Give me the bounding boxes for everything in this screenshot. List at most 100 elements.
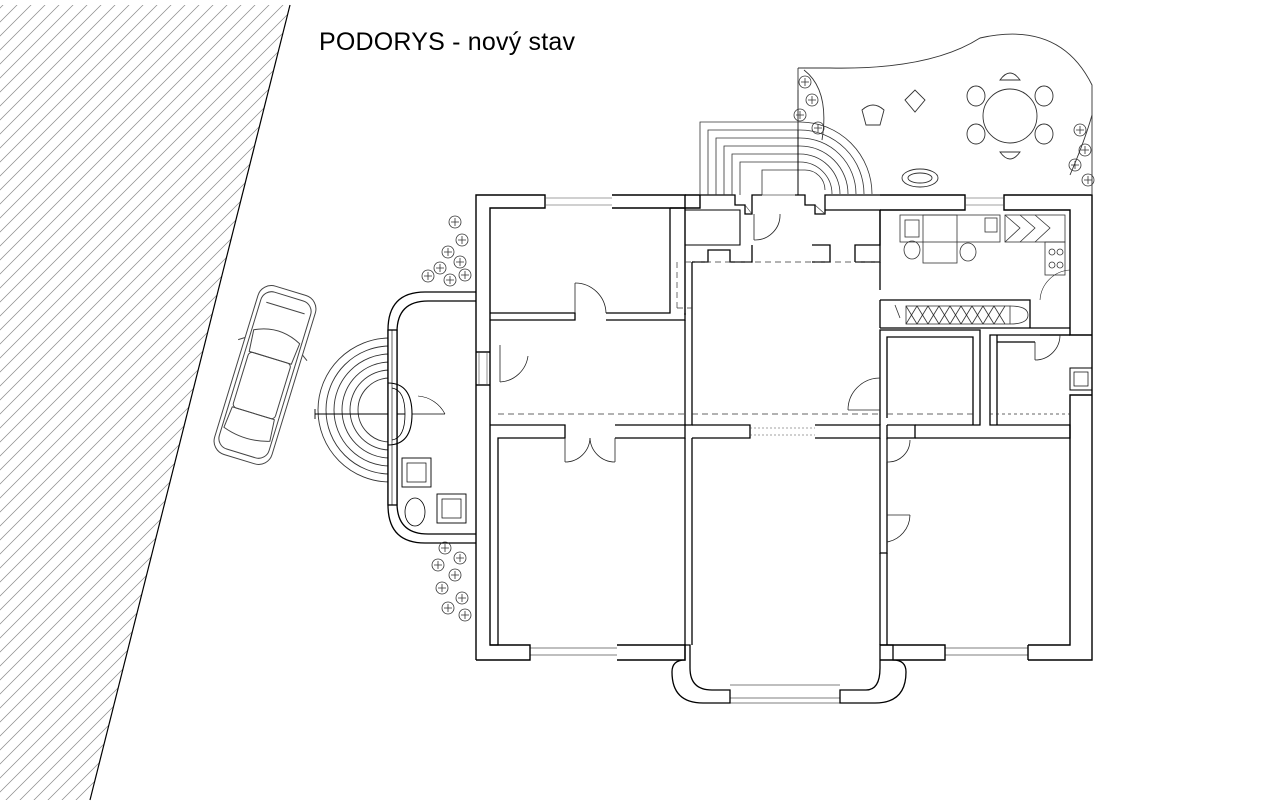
hatch-line	[55, 5, 290, 800]
interior-walls	[490, 194, 1071, 646]
hatch-line	[125, 5, 290, 800]
hatch-line	[0, 5, 290, 800]
hatch-line	[153, 5, 290, 800]
hatch-line	[532, 0, 1280, 807]
shrub-detail	[808, 96, 816, 104]
car	[213, 285, 317, 465]
hatch-line	[602, 0, 1280, 807]
hatch-line	[97, 5, 290, 800]
hatch-line	[0, 5, 290, 800]
outer-walls	[475, 194, 1093, 704]
shrub	[805, 93, 819, 107]
hatch-line	[0, 5, 261, 800]
hatch-line	[0, 5, 23, 800]
shrub-detail	[1076, 126, 1084, 134]
hatch-line	[560, 0, 1280, 807]
hatch-line	[378, 0, 1198, 807]
hatch-line	[462, 0, 1280, 807]
hatch-line	[0, 5, 290, 800]
hatch-line	[0, 5, 290, 800]
shrub	[421, 269, 435, 283]
shrub	[1068, 158, 1082, 172]
shrub	[431, 558, 445, 572]
shrub	[448, 215, 462, 229]
drawing-title: PODORYS - nový stav	[319, 28, 576, 56]
shrub-detail	[814, 124, 822, 132]
road-edge	[89, 4, 291, 801]
shrub	[448, 568, 462, 582]
hatch-line	[518, 0, 1280, 807]
hatch-line	[658, 0, 1280, 807]
hatch-line	[223, 5, 290, 800]
shrub-detail	[444, 604, 452, 612]
shrub	[811, 121, 825, 135]
hatch-line	[0, 5, 37, 800]
shrub	[458, 268, 472, 282]
hatch-line	[0, 5, 290, 800]
hatch-line	[644, 0, 1280, 807]
shrubs	[421, 75, 1095, 622]
shrub	[433, 261, 447, 275]
hatch-line	[0, 5, 9, 800]
hatch-line	[0, 5, 290, 800]
shrub-detail	[446, 276, 454, 284]
dashed-lines	[498, 261, 1070, 415]
garden-terrace	[797, 33, 1093, 195]
hatch-line	[0, 5, 51, 800]
hatch-line	[0, 5, 290, 800]
hatch-line	[322, 0, 1142, 807]
hatch-line	[0, 5, 205, 800]
hatch-line	[0, 5, 219, 800]
hatch-line	[0, 5, 290, 800]
hatch-line	[406, 0, 1226, 807]
hatch-line	[13, 5, 290, 800]
hatch-line	[574, 0, 1280, 807]
shrub	[1073, 123, 1087, 137]
plan-details	[744, 204, 826, 215]
hatch-line	[294, 0, 1114, 807]
shrub-detail	[434, 561, 442, 569]
shrub-detail	[458, 236, 466, 244]
hatch-line	[83, 5, 290, 800]
hatch-line	[504, 0, 1280, 807]
shrub	[455, 233, 469, 247]
hatch-line	[336, 0, 1156, 807]
hatch-line	[0, 5, 290, 800]
hatch-line	[0, 5, 290, 800]
shrub	[458, 608, 472, 622]
entrance-steps	[314, 337, 405, 483]
kitchen	[894, 214, 1066, 325]
shrub-detail	[444, 248, 452, 256]
shrub	[438, 541, 452, 555]
hatch-line	[0, 5, 121, 800]
hatch-line	[616, 0, 1280, 807]
hatch-line	[0, 5, 290, 800]
hatch-line	[0, 5, 163, 800]
hatch-line	[0, 5, 290, 800]
hatch-line	[279, 5, 290, 800]
hatch-line	[0, 5, 290, 800]
shrub	[435, 581, 449, 595]
hatch-line	[0, 5, 290, 800]
shrub-detail	[461, 271, 469, 279]
hatch-line	[0, 5, 290, 800]
entrance-vestibule	[387, 291, 476, 544]
hatch-line	[448, 0, 1268, 807]
shrub	[453, 551, 467, 565]
shrub	[441, 601, 455, 615]
hatch-line	[0, 5, 149, 800]
hatch-line	[0, 5, 290, 800]
hatch-line	[0, 5, 135, 800]
shrub-detail	[1084, 176, 1092, 184]
shrub-detail	[451, 218, 459, 226]
shrub-detail	[436, 264, 444, 272]
shrub	[443, 273, 457, 287]
hatch-line	[69, 5, 290, 800]
hatch-line	[0, 5, 290, 800]
shrub-detail	[796, 111, 804, 119]
hatch-line	[0, 5, 65, 800]
hatch-line	[0, 5, 290, 800]
hatch-line	[0, 5, 233, 800]
hatch-line	[0, 5, 290, 800]
